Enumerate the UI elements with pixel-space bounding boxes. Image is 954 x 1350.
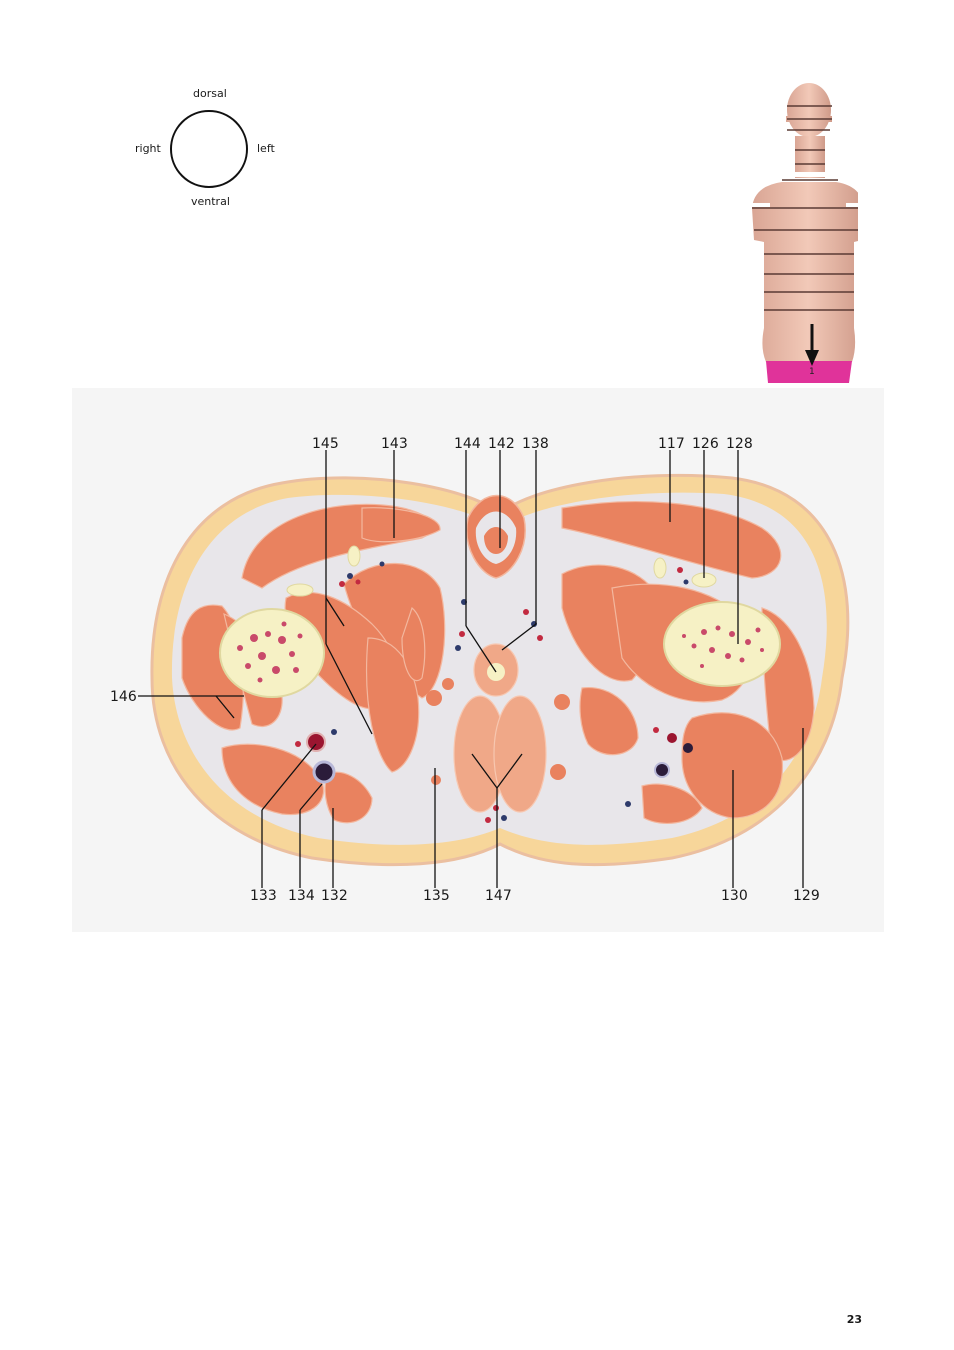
slice-number: 1 [809,367,815,377]
label-147: 147 [485,888,512,904]
orientation-right-label: right [135,142,161,155]
orientation-left-label: left [257,142,275,155]
label-132: 132 [321,888,348,904]
cross-section-panel: 145 143 144 142 138 117 126 128 146 133 … [72,388,884,932]
torso-model-icon [750,83,866,383]
torso-model-figure: 1 [742,78,866,388]
label-145: 145 [312,436,339,452]
label-142: 142 [488,436,515,452]
label-129: 129 [793,888,820,904]
page-number: 23 [846,1313,862,1326]
label-135: 135 [423,888,450,904]
orientation-dorsal-label: dorsal [193,87,227,100]
label-144: 144 [454,436,481,452]
orientation-legend: dorsal right left ventral [120,80,300,220]
orientation-ventral-label: ventral [191,195,230,208]
label-134: 134 [288,888,315,904]
label-146: 146 [110,689,137,705]
label-117: 117 [658,436,685,452]
label-126: 126 [692,436,719,452]
label-138: 138 [522,436,549,452]
label-130: 130 [721,888,748,904]
orientation-circle [170,110,248,188]
thigh-cross-section-illustration [138,450,850,888]
label-143: 143 [381,436,408,452]
label-133: 133 [250,888,277,904]
label-128: 128 [726,436,753,452]
